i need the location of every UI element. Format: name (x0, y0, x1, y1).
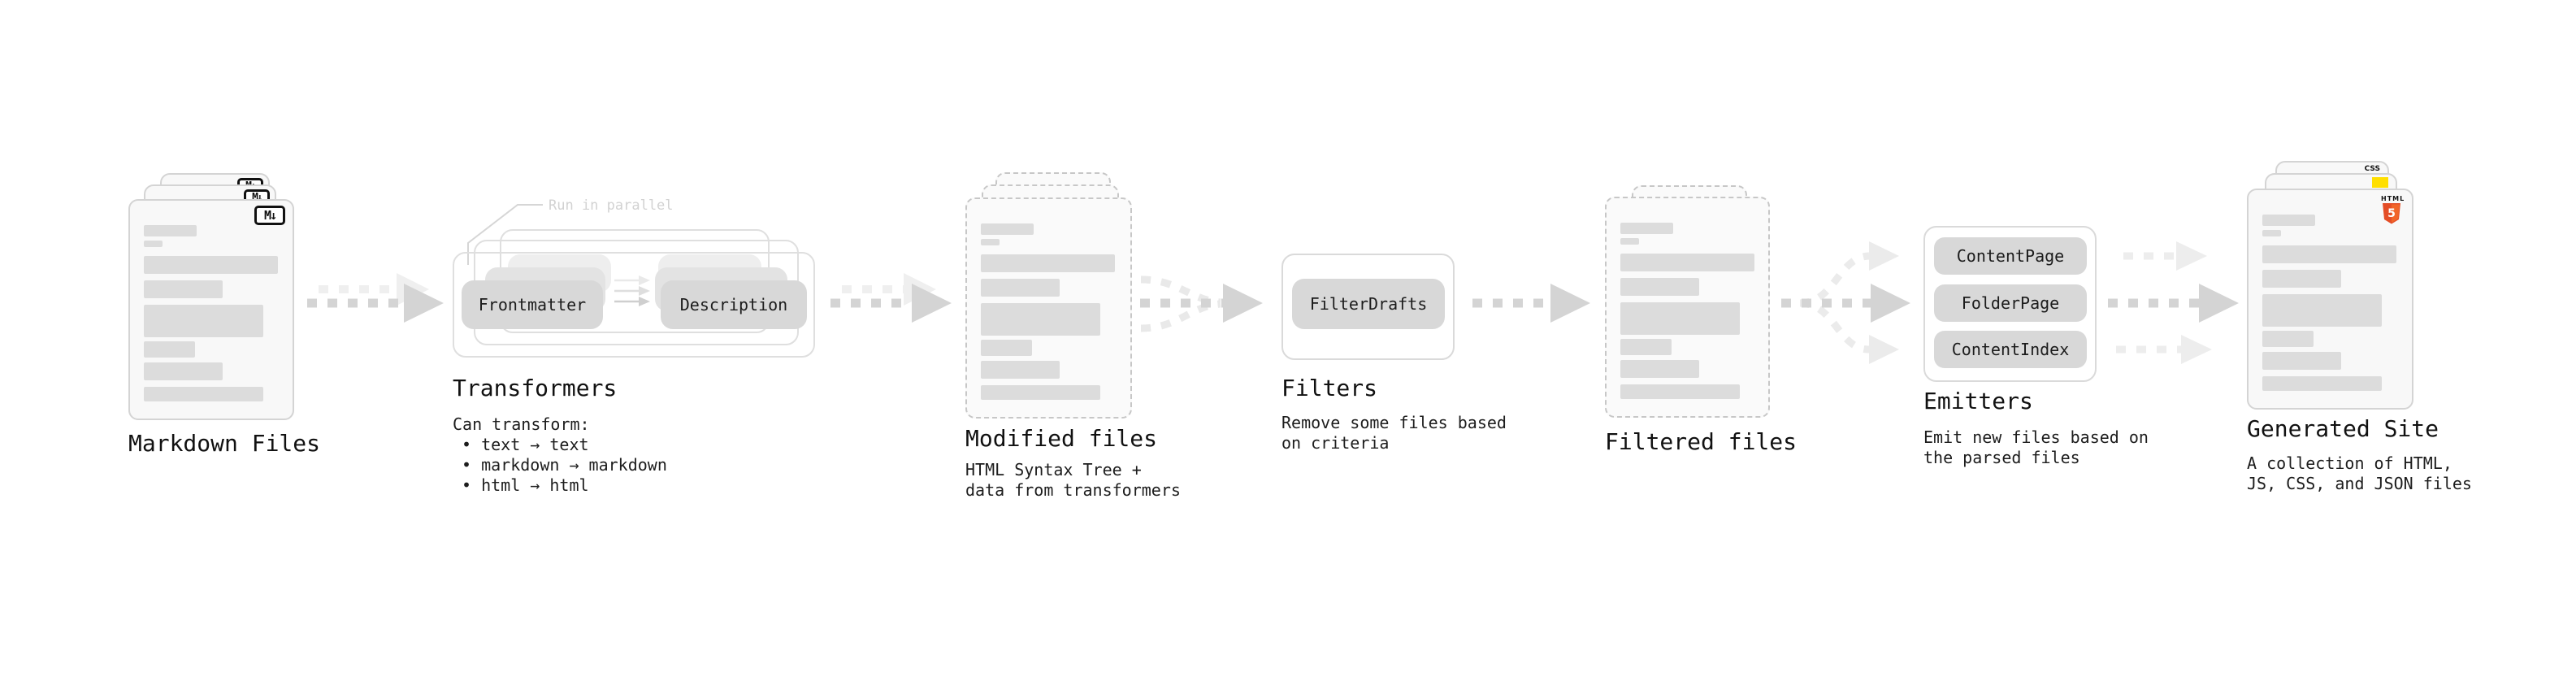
stage-markdown-files: M↓ M↓ M↓ (128, 173, 294, 421)
arrow-filters-to-filtered (1472, 284, 1590, 323)
caption-line: the parsed files (1923, 448, 2080, 467)
doc-placeholder-line (1620, 360, 1699, 378)
stage-filters: FilterDrafts (1281, 254, 1455, 360)
doc-placeholder-content (130, 201, 293, 401)
markdown-files-label: Markdown Files (128, 430, 321, 457)
contentpage-pill: ContentPage (1934, 237, 2087, 275)
doc-placeholder-line (981, 340, 1032, 356)
doc-placeholder-content (1607, 198, 1768, 399)
doc-placeholder-content (2249, 190, 2412, 391)
arrow-merge-into-filters (1140, 275, 1263, 332)
caption-line: JS, CSS, and JSON files (2247, 474, 2472, 493)
caption-bullet: • html → html (462, 475, 589, 495)
doc-placeholder-line (1620, 254, 1754, 271)
emitters-label: Emitters (1923, 388, 2033, 414)
doc-placeholder-line (144, 241, 163, 247)
doc-placeholder-line (1620, 223, 1673, 234)
transformer-step-arrows (614, 275, 650, 306)
markdown-icon: M↓ (254, 206, 285, 225)
doc-placeholder-content (967, 199, 1130, 400)
transformers-label: Transformers (453, 375, 618, 401)
doc-placeholder-line (981, 303, 1100, 336)
frontmatter-pill: Frontmatter (462, 280, 603, 329)
stage-emitters: ContentPage FolderPage ContentIndex (1923, 226, 2097, 382)
stage-generated-site: CSS HTML 5 (2247, 161, 2413, 410)
run-in-parallel-note: Run in parallel (549, 197, 674, 214)
doc-placeholder-line (2262, 245, 2396, 263)
doc-placeholder-line (2262, 270, 2341, 288)
javascript-icon (2372, 177, 2388, 188)
transformer-box-front (453, 252, 815, 358)
arrow-transformers-to-modified (830, 273, 952, 323)
arrow-emitters-to-generated (2108, 241, 2239, 364)
arrow-fanout-to-emitters (1781, 241, 1910, 364)
emitters-caption: Emit new files based on the parsed files (1923, 427, 2149, 468)
doc-placeholder-line (144, 362, 223, 380)
doc-placeholder-line (144, 256, 278, 274)
filters-caption: Remove some files based on criteria (1281, 413, 1507, 453)
doc-placeholder-line (2262, 352, 2341, 370)
caption-bullet: • markdown → markdown (462, 455, 667, 475)
caption-line: on criteria (1281, 433, 1390, 453)
doc-placeholder-line (144, 387, 263, 401)
caption-line: HTML Syntax Tree + (965, 460, 1142, 479)
modified-doc-front (965, 197, 1132, 419)
filtered-doc-front (1605, 197, 1770, 418)
filterdrafts-pill: FilterDrafts (1292, 279, 1445, 329)
stage-filtered-files (1605, 185, 1770, 421)
generated-site-label: Generated Site (2247, 415, 2439, 442)
stage-modified-files (965, 172, 1132, 420)
contentindex-pill: ContentIndex (1934, 331, 2087, 368)
doc-placeholder-line (144, 305, 263, 337)
stage-transformers: Frontmatter Description (453, 229, 859, 359)
caption-line: Can transform: (453, 414, 590, 434)
description-pill: Description (661, 280, 807, 329)
svg-text:5: 5 (2387, 207, 2396, 220)
html5-shield: 5 (2383, 202, 2400, 224)
transformers-caption: Can transform: • text → text • markdown … (453, 414, 667, 496)
doc-placeholder-line (1620, 238, 1639, 245)
doc-placeholder-line (2262, 376, 2382, 391)
doc-placeholder-line (144, 341, 195, 358)
doc-placeholder-line (981, 223, 1034, 235)
doc-placeholder-line (2262, 331, 2314, 347)
doc-placeholder-line (1620, 278, 1699, 296)
generated-doc-html: HTML 5 (2247, 189, 2413, 410)
caption-line: Emit new files based on (1923, 427, 2149, 447)
arrow-markdown-to-transformers (307, 273, 444, 323)
doc-placeholder-line (981, 385, 1100, 400)
parallel-note-leader-line (467, 204, 543, 265)
caption-bullet: • text → text (462, 435, 589, 454)
markdown-doc-front: M↓ (128, 199, 294, 420)
doc-placeholder-line (981, 254, 1115, 272)
html5-icon: HTML 5 (2381, 195, 2405, 228)
doc-placeholder-line (2262, 215, 2315, 226)
doc-placeholder-line (981, 361, 1060, 379)
modified-files-caption: HTML Syntax Tree + data from transformer… (965, 460, 1181, 501)
doc-placeholder-line (981, 279, 1060, 297)
caption-line: Remove some files based (1281, 413, 1507, 432)
caption-line: data from transformers (965, 480, 1181, 500)
doc-placeholder-line (144, 280, 223, 298)
generated-site-caption: A collection of HTML, JS, CSS, and JSON … (2247, 453, 2472, 494)
filters-box (1281, 254, 1455, 360)
modified-files-label: Modified files (965, 425, 1158, 452)
filters-label: Filters (1281, 375, 1378, 401)
doc-placeholder-line (144, 225, 197, 236)
filtered-files-label: Filtered files (1605, 428, 1798, 455)
doc-placeholder-line (2262, 230, 2281, 236)
doc-placeholder-line (1620, 384, 1740, 399)
emitters-box (1923, 226, 2097, 382)
doc-placeholder-line (1620, 302, 1740, 335)
doc-placeholder-line (2262, 294, 2382, 327)
doc-placeholder-line (981, 239, 1000, 245)
html5-word: HTML (2381, 195, 2405, 202)
caption-line: A collection of HTML, (2247, 453, 2452, 473)
doc-placeholder-line (1620, 339, 1672, 355)
folderpage-pill: FolderPage (1934, 284, 2087, 322)
